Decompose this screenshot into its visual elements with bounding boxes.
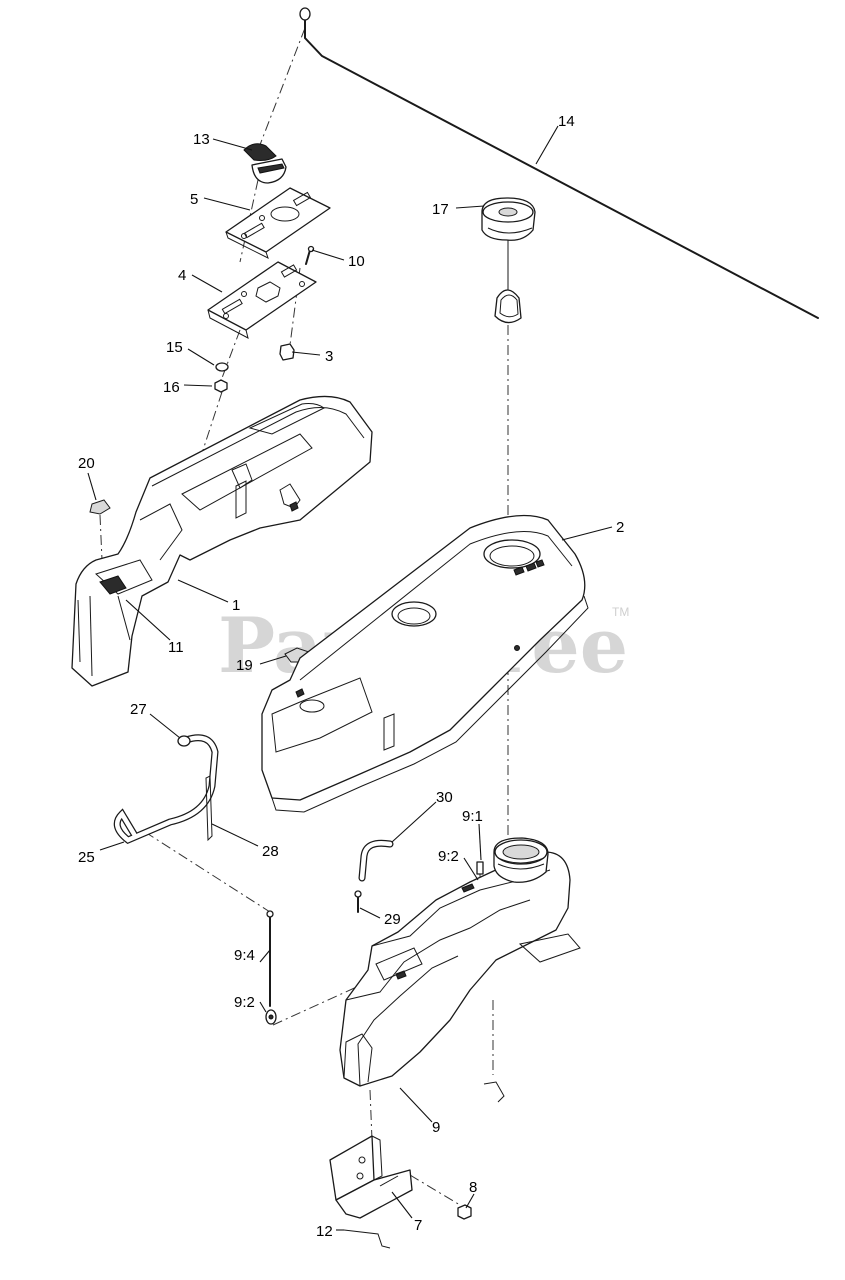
part-12-clip [343, 1229, 391, 1249]
part-8-bolt [457, 1204, 472, 1220]
part-1-left-housing [71, 395, 373, 687]
callout-25: 25 [78, 849, 95, 866]
part-4-plate [207, 261, 317, 339]
callout-3: 3 [325, 348, 333, 365]
part-5-plate [225, 187, 331, 259]
part-30-fuel-line [358, 839, 394, 882]
watermark-tm: TM [612, 605, 629, 619]
part-20-decal [89, 499, 111, 515]
callout-7: 7 [414, 1217, 422, 1234]
callout-8: 8 [469, 1179, 477, 1196]
part-10-screw [305, 245, 315, 265]
callout-16: 16 [163, 379, 180, 396]
leader-lines [87, 125, 613, 1231]
part-15-washer [215, 362, 229, 372]
callout-labels: 1 2 3 4 5 7 8 9 9:1 9:2 9:2 9:4 10 11 12… [78, 113, 624, 1240]
callout-2: 2 [616, 519, 624, 536]
callout-4: 4 [178, 267, 186, 284]
callout-9-4: 9:4 [234, 947, 255, 964]
part-17-fuel-cap [481, 197, 536, 324]
callout-14: 14 [558, 113, 575, 130]
callout-19: 19 [236, 657, 253, 674]
part-9-4-tube [266, 910, 274, 1007]
callout-30: 30 [436, 789, 453, 806]
part-29-fitting [354, 890, 362, 913]
callout-27: 27 [130, 701, 147, 718]
callout-9-2-lower: 9:2 [234, 994, 255, 1011]
callout-5: 5 [190, 191, 198, 208]
tank-clip [483, 1081, 505, 1103]
part-16-nut [214, 379, 228, 393]
callout-9: 9 [432, 1119, 440, 1136]
callout-13: 13 [193, 131, 210, 148]
callout-12: 12 [316, 1223, 333, 1240]
callout-17: 17 [432, 201, 449, 218]
callout-28: 28 [262, 843, 279, 860]
part-14-rod [299, 7, 819, 319]
part-9-2-grommet-lower [265, 1009, 277, 1025]
part-3-clip [279, 343, 295, 361]
part-9-1-fitting [476, 861, 484, 875]
callout-1: 1 [232, 597, 240, 614]
part-28-strap [205, 775, 213, 842]
part-25-27-hose [113, 734, 219, 845]
callout-29: 29 [384, 911, 401, 928]
callout-9-1: 9:1 [462, 808, 483, 825]
part-2-right-housing [261, 514, 589, 813]
part-7-bracket [329, 1135, 413, 1219]
callout-9-2-upper: 9:2 [438, 848, 459, 865]
callout-15: 15 [166, 339, 183, 356]
part-9-fuel-tank [339, 837, 581, 1087]
callout-20: 20 [78, 455, 95, 472]
callout-11: 11 [168, 639, 184, 656]
part-13-knob [243, 143, 287, 184]
callout-10: 10 [348, 253, 365, 270]
